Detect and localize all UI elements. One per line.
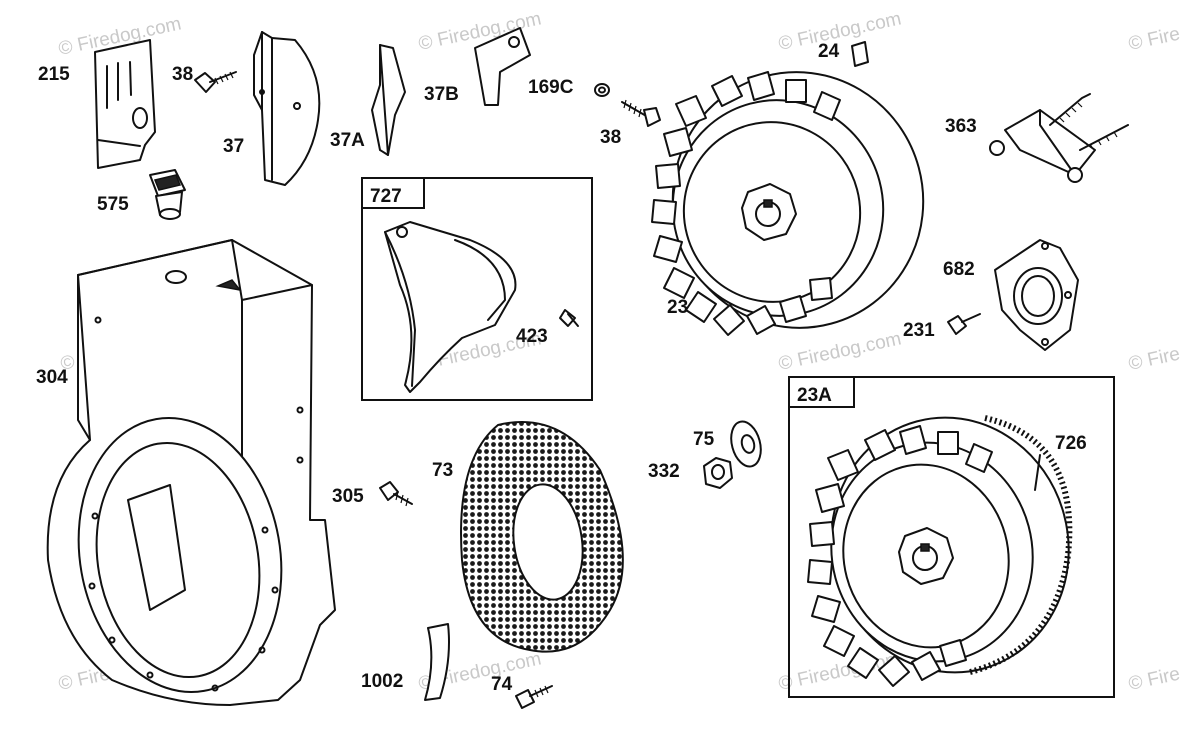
part-37a-shield-drawing[interactable] bbox=[371, 44, 406, 156]
watermark-text: © Firedog.com bbox=[777, 8, 904, 55]
label-727[interactable]: 727 bbox=[370, 186, 402, 207]
part-215-bracket-drawing[interactable] bbox=[94, 39, 156, 169]
label-575[interactable]: 575 bbox=[97, 194, 129, 215]
part-38-screw-2-drawing[interactable] bbox=[621, 99, 661, 127]
label-38-second[interactable]: 38 bbox=[600, 127, 621, 148]
watermark-text: © Firedog.com bbox=[1127, 8, 1180, 55]
watermark-text: © Firedog.com bbox=[1127, 648, 1180, 695]
label-23[interactable]: 23 bbox=[667, 297, 688, 318]
part-73-screen-drawing[interactable] bbox=[460, 421, 624, 653]
label-37a[interactable]: 37A bbox=[330, 130, 365, 151]
label-75[interactable]: 75 bbox=[693, 429, 715, 450]
part-74-screw-drawing[interactable] bbox=[515, 685, 553, 709]
part-24-key-drawing[interactable] bbox=[851, 41, 869, 67]
part-23-flywheel-drawing[interactable] bbox=[644, 44, 952, 356]
label-37b[interactable]: 37B bbox=[424, 84, 459, 105]
label-363[interactable]: 363 bbox=[945, 116, 977, 137]
part-332-nut-drawing[interactable] bbox=[703, 457, 733, 489]
watermark-text: © Firedog.com bbox=[1127, 328, 1180, 375]
watermark-text: © Firedog.com bbox=[777, 328, 904, 375]
part-169c-washer-drawing[interactable] bbox=[594, 83, 610, 97]
part-304-blower-housing-drawing[interactable] bbox=[46, 239, 336, 708]
label-1002[interactable]: 1002 bbox=[361, 671, 403, 692]
part-37-baffle-drawing[interactable] bbox=[253, 31, 321, 186]
part-575-switch-drawing[interactable] bbox=[149, 169, 186, 220]
part-682-seal-housing-drawing[interactable] bbox=[994, 239, 1079, 351]
label-23a[interactable]: 23A bbox=[797, 385, 832, 406]
part-37b-plate-drawing[interactable] bbox=[474, 27, 531, 106]
label-231[interactable]: 231 bbox=[903, 320, 935, 341]
kit-727-box[interactable] bbox=[361, 177, 593, 401]
part-38-screw-drawing[interactable] bbox=[194, 71, 237, 93]
part-231-screw-drawing[interactable] bbox=[947, 313, 981, 335]
label-215[interactable]: 215 bbox=[38, 64, 70, 85]
label-682[interactable]: 682 bbox=[943, 259, 975, 280]
part-75-washer-drawing[interactable] bbox=[727, 418, 766, 470]
label-423[interactable]: 423 bbox=[516, 326, 548, 347]
kit-23a-box[interactable] bbox=[788, 376, 1115, 699]
label-304[interactable]: 304 bbox=[36, 367, 68, 388]
label-73[interactable]: 73 bbox=[432, 460, 453, 481]
part-labels: 215 38 37 37A 37B 169C 38 24 363 575 727… bbox=[36, 41, 1087, 695]
label-332[interactable]: 332 bbox=[648, 461, 680, 482]
label-24[interactable]: 24 bbox=[818, 41, 840, 62]
part-1002-clip-drawing[interactable] bbox=[424, 623, 450, 701]
label-74[interactable]: 74 bbox=[491, 674, 513, 695]
label-305[interactable]: 305 bbox=[332, 486, 364, 507]
label-726[interactable]: 726 bbox=[1055, 433, 1087, 454]
label-169c[interactable]: 169C bbox=[528, 77, 574, 98]
label-38[interactable]: 38 bbox=[172, 64, 193, 85]
label-37[interactable]: 37 bbox=[223, 136, 244, 157]
part-305-screw-drawing[interactable] bbox=[379, 481, 413, 507]
part-363-tool-drawing[interactable] bbox=[989, 93, 1129, 183]
